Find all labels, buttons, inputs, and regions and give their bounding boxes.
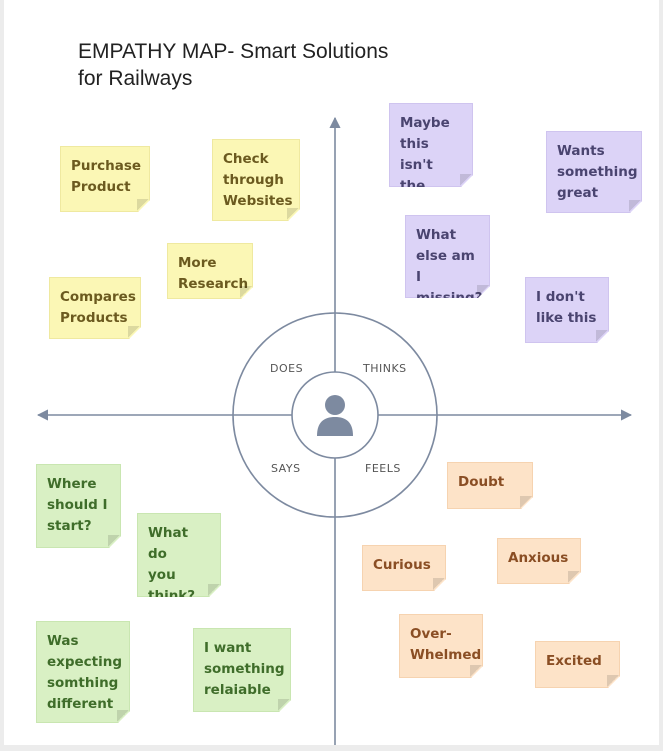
sticky-note-thinks: I don't like this <box>525 277 609 343</box>
note-line: should I <box>47 497 108 513</box>
sticky-note-feels: Curious <box>362 545 446 591</box>
note-line: What <box>416 227 457 243</box>
quadrant-label-feels: FEELS <box>365 462 401 475</box>
note-line: somthing <box>47 675 119 691</box>
note-line: Research <box>178 276 249 292</box>
sticky-note-does: Check through Websites <box>212 139 300 221</box>
note-line: I want <box>204 640 252 656</box>
sticky-note-feels: Over- Whelmed <box>399 614 483 678</box>
note-line: Product <box>71 179 131 195</box>
note-line: you <box>148 567 176 583</box>
note-line: More <box>178 255 217 271</box>
user-icon <box>317 395 353 436</box>
sticky-note-feels: Anxious <box>497 538 581 584</box>
sticky-note-does: Purchase Product <box>60 146 150 212</box>
note-line: Where <box>47 476 97 492</box>
sticky-note-does: More Research <box>167 243 253 299</box>
note-line: expecting <box>47 654 123 670</box>
note-line: Doubt <box>458 474 505 490</box>
note-line: I don't <box>536 289 585 305</box>
sticky-note-thinks: Wants something great <box>546 131 642 213</box>
note-line: Over- <box>410 626 452 642</box>
sticky-note-feels: Doubt <box>447 462 533 509</box>
sticky-note-thinks: Maybe this isn't the best <box>389 103 473 187</box>
note-line: Was <box>47 633 79 649</box>
title-line-1: EMPATHY MAP- Smart Solutions <box>78 40 389 63</box>
note-line: Maybe <box>400 115 450 131</box>
note-line: something <box>557 164 638 180</box>
note-line: relaiable <box>204 682 271 698</box>
sticky-note-says: Was expecting somthing different <box>36 621 130 723</box>
note-line: Curious <box>373 557 431 573</box>
quadrant-label-does: DOES <box>270 362 304 375</box>
note-line: Compares <box>60 289 136 305</box>
quadrant-label-thinks: THINKS <box>363 362 407 375</box>
note-line: different <box>47 696 114 712</box>
note-line: great <box>557 185 599 201</box>
sticky-note-says: Where should I start? <box>36 464 121 548</box>
note-line: like this <box>536 310 597 326</box>
note-line: start? <box>47 518 92 534</box>
axes-diagram <box>36 116 633 745</box>
sticky-note-does: Compares Products <box>49 277 141 339</box>
sticky-note-says: I want something relaiable <box>193 628 291 712</box>
sticky-note-says: What do you think? <box>137 513 221 597</box>
note-line: Wants <box>557 143 605 159</box>
note-line: Anxious <box>508 550 569 566</box>
sticky-note-feels: Excited <box>535 641 620 688</box>
page-title: EMPATHY MAP- Smart Solutions for Railway… <box>78 38 438 92</box>
note-line: else am I <box>416 248 475 285</box>
quadrant-label-says: SAYS <box>271 462 301 475</box>
note-line: Excited <box>546 653 602 669</box>
empathy-map-canvas: EMPATHY MAP- Smart Solutions for Railway… <box>4 0 659 745</box>
note-line: something <box>204 661 285 677</box>
note-line: Websites <box>223 193 293 209</box>
note-line: Check <box>223 151 269 167</box>
note-line: Products <box>60 310 128 326</box>
note-line: through <box>223 172 284 188</box>
note-line: Purchase <box>71 158 142 174</box>
note-line: What do <box>148 525 189 562</box>
note-line: Whelmed <box>410 647 482 663</box>
sticky-note-thinks: What else am I missing? <box>405 215 490 298</box>
title-line-2: for Railways <box>78 67 193 90</box>
note-line: this isn't <box>400 136 433 173</box>
